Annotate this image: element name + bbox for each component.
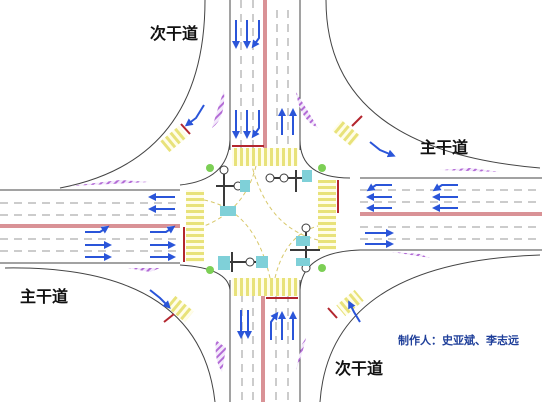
lane-arrows	[85, 20, 458, 340]
label-major-road-right: 主干道	[420, 138, 469, 157]
island-w2	[128, 268, 160, 272]
signal-ne	[265, 170, 312, 192]
crosswalk-south	[232, 278, 298, 296]
traffic-signals	[216, 165, 320, 273]
stop-lines	[163, 115, 363, 323]
island-se	[296, 338, 306, 370]
lane-lines-vertical	[240, 0, 289, 402]
signal-sw	[218, 252, 268, 272]
label-minor-road-bottom: 次干道	[335, 359, 384, 378]
corner-markers	[206, 164, 326, 274]
crosswalk-north	[232, 148, 298, 166]
island-ne	[296, 92, 318, 128]
signal-se	[290, 223, 320, 273]
island-w	[70, 180, 150, 186]
island-sw	[215, 340, 226, 372]
island-nw	[212, 90, 225, 128]
label-minor-road-top: 次干道	[150, 24, 199, 43]
crosswalk-east	[318, 180, 336, 250]
island-e2	[392, 252, 430, 258]
crosswalk-corner-nw	[160, 125, 188, 153]
crosswalk-west	[186, 190, 204, 262]
lane-lines-horizontal	[0, 189, 542, 252]
label-major-road-left: 主干道	[20, 287, 69, 306]
island-e	[440, 168, 500, 172]
channelizing-islands	[70, 90, 500, 372]
crosswalk-corner-sw	[166, 295, 194, 323]
crosswalk-corner-ne	[332, 119, 360, 147]
author-credit: 制作人：史亚斌、李志远	[398, 334, 519, 347]
signal-nw	[216, 165, 250, 216]
